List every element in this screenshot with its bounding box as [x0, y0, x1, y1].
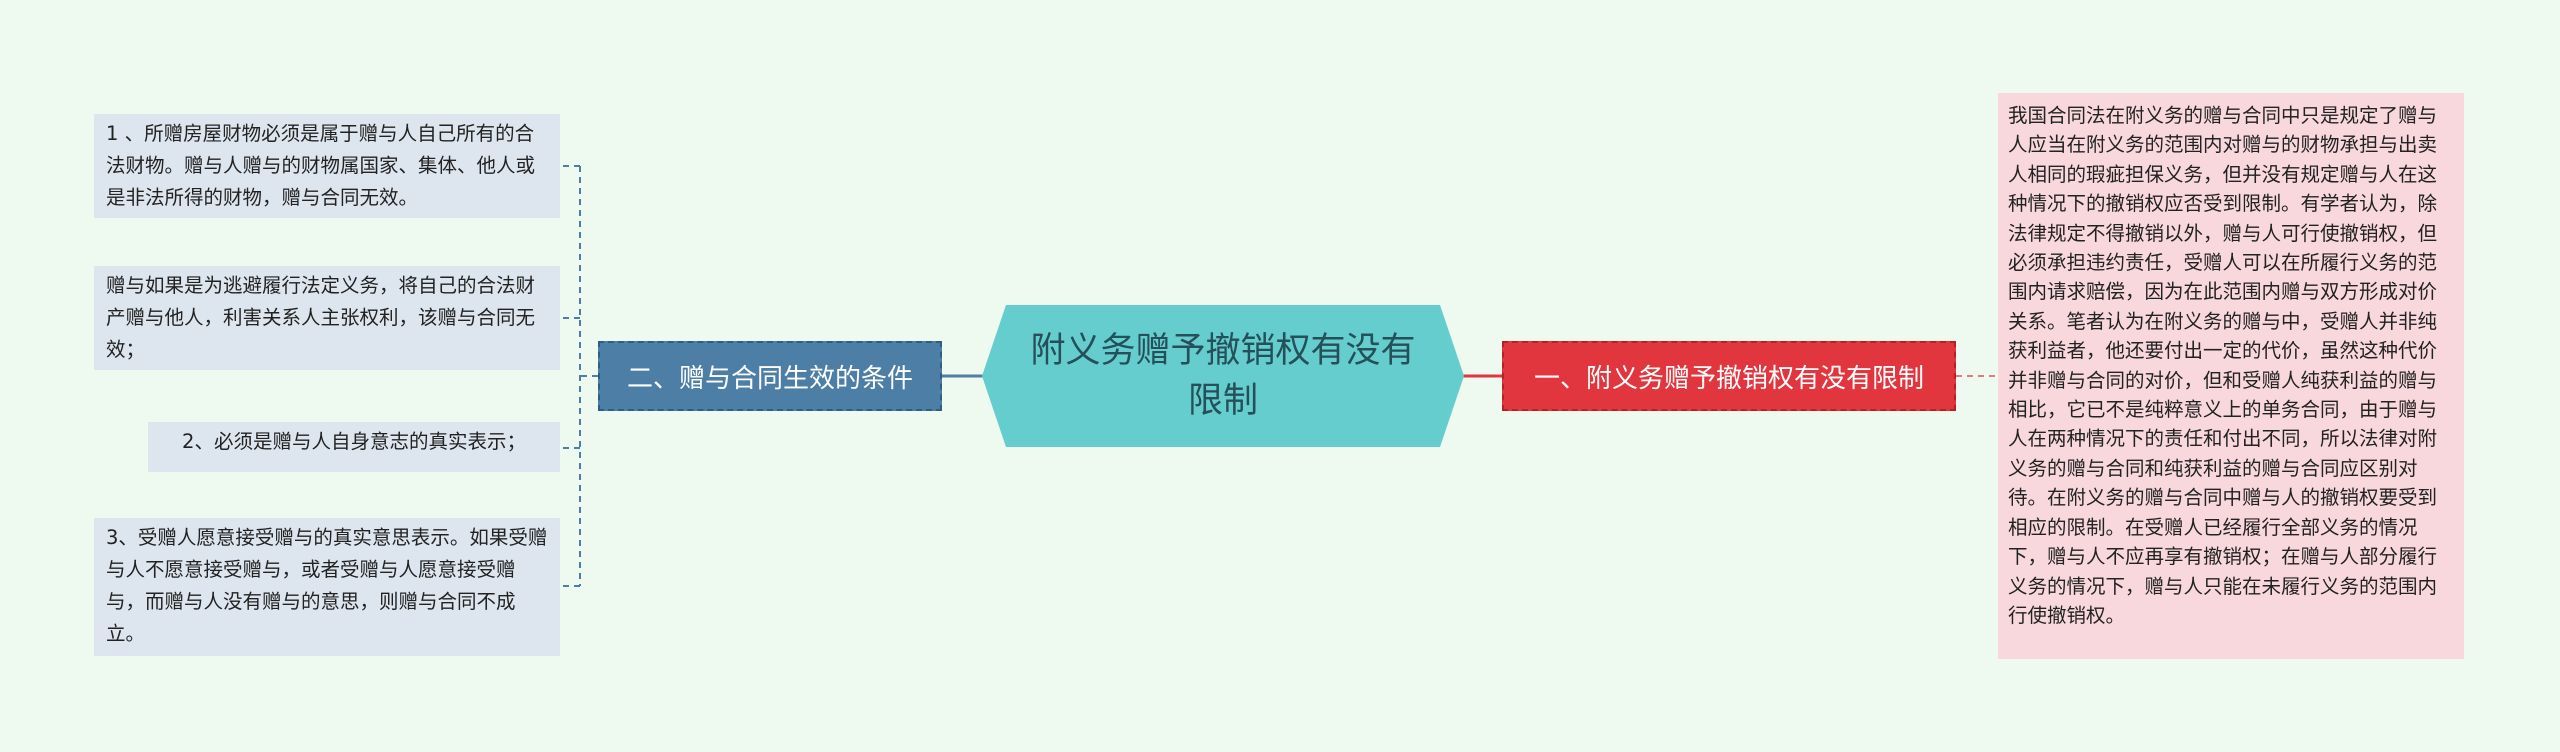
branch-conditions[interactable]: 二、赠与合同生效的条件: [598, 341, 942, 411]
leaf-condition-evasion-text: 赠与如果是为逃避履行法定义务，将自己的合法财产赠与他人，利害关系人主张权利，该赠…: [106, 274, 536, 361]
leaf-restriction-detail[interactable]: 我国合同法在附义务的赠与合同中只是规定了赠与人应当在附义务的范围内对赠与的财物承…: [1998, 93, 2464, 659]
leaf-condition-evasion[interactable]: 赠与如果是为逃避履行法定义务，将自己的合法财产赠与他人，利害关系人主张权利，该赠…: [94, 266, 560, 370]
leaf-condition-1-text: 1 、所赠房屋财物必须是属于赠与人自己所有的合法财物。赠与人赠与的财物属国家、集…: [106, 122, 536, 209]
central-topic[interactable]: 附义务赠予撤销权有没有限制: [982, 305, 1464, 447]
leaf-condition-3[interactable]: 3、受赠人愿意接受赠与的真实意思表示。如果受赠与人不愿意接受赠与，或者受赠与人愿…: [94, 518, 560, 656]
connector-left-tree: [562, 165, 598, 587]
central-topic-label: 附义务赠予撤销权有没有限制: [1030, 331, 1416, 421]
leaf-condition-3-text: 3、受赠人愿意接受赠与的真实意思表示。如果受赠与人不愿意接受赠与，或者受赠与人愿…: [106, 526, 548, 645]
leaf-condition-2[interactable]: 2、必须是赠与人自身意志的真实表示；: [148, 422, 560, 472]
leaf-restriction-detail-text: 我国合同法在附义务的赠与合同中只是规定了赠与人应当在附义务的范围内对赠与的财物承…: [2008, 104, 2438, 627]
branch-conditions-label: 二、赠与合同生效的条件: [626, 363, 913, 394]
branch-restriction-label: 一、附义务赠予撤销权有没有限制: [1533, 363, 1924, 394]
branch-restriction[interactable]: 一、附义务赠予撤销权有没有限制: [1502, 341, 1956, 411]
leaf-condition-2-text: 2、必须是赠与人自身意志的真实表示；: [182, 430, 526, 453]
leaf-condition-1[interactable]: 1 、所赠房屋财物必须是属于赠与人自己所有的合法财物。赠与人赠与的财物属国家、集…: [94, 114, 560, 218]
